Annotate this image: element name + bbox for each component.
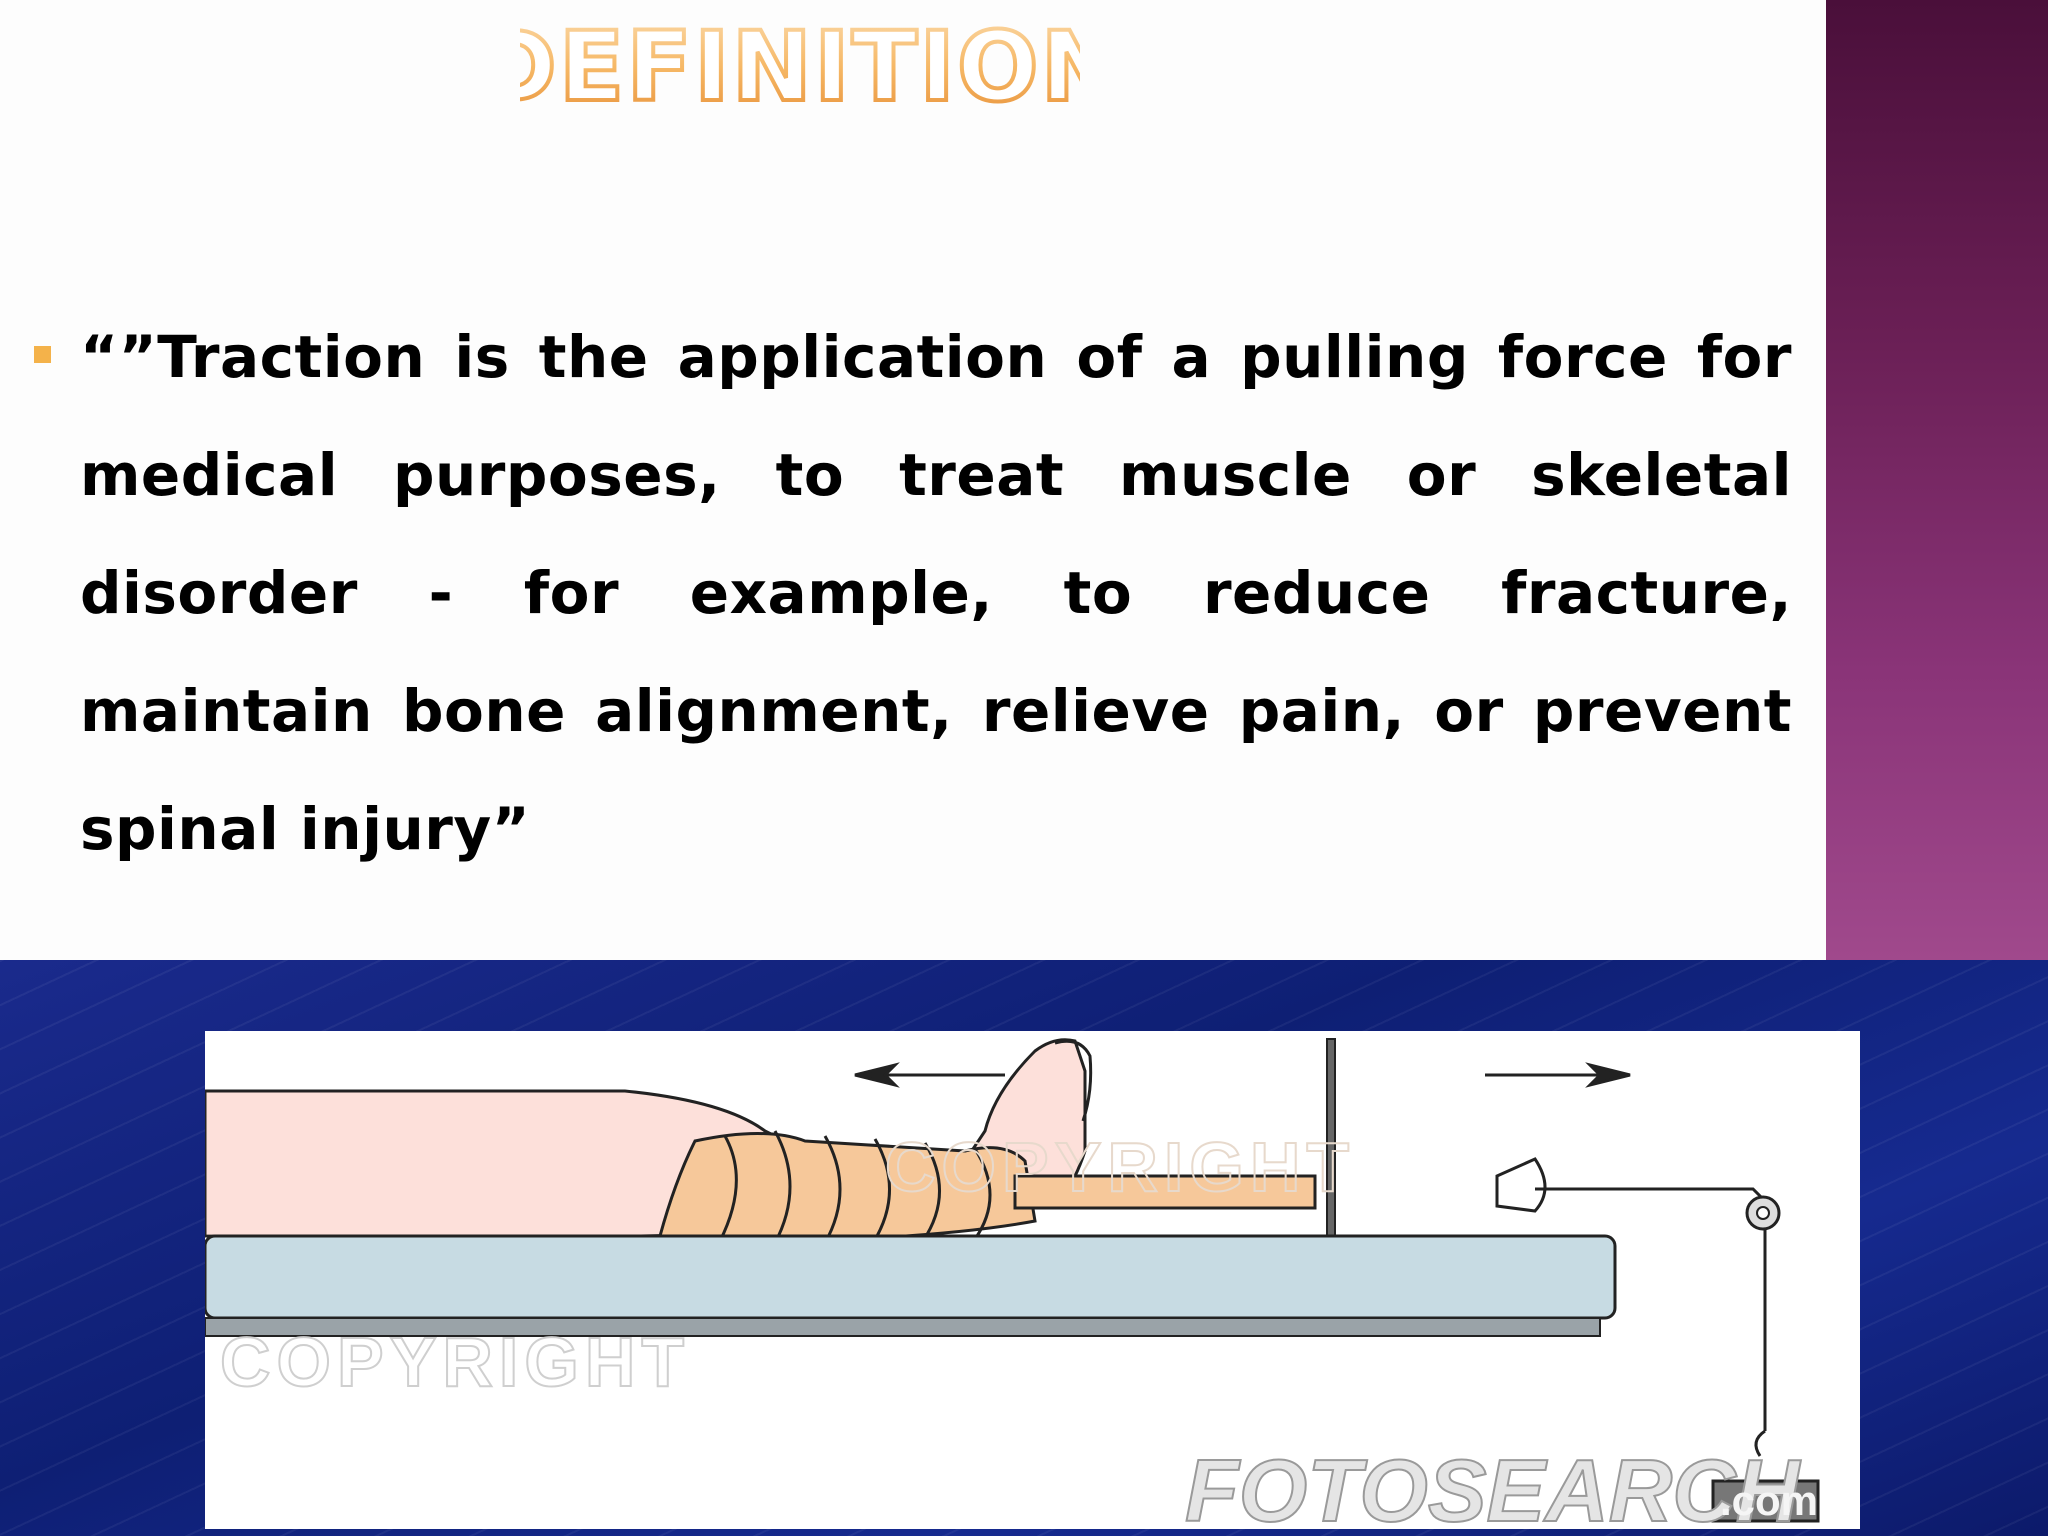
- traction-weight: [1711, 1479, 1820, 1523]
- bullet-square-icon: [34, 346, 51, 363]
- foot-toes: [1054, 1039, 1093, 1122]
- traction-illustration: COPYRIGHT COPYRIGHT FOTOSEARCH .com: [205, 1031, 1860, 1529]
- bandage-wrap-lines: [718, 1130, 992, 1244]
- spreader-bar: [1495, 1157, 1547, 1213]
- fotosearch-suffix: .com: [1720, 1477, 1818, 1524]
- bed-frame: [205, 1317, 1601, 1337]
- traction-rod: [1013, 1174, 1317, 1210]
- decorative-side-band: [1826, 0, 2048, 960]
- fotosearch-watermark: FOTOSEARCH: [1185, 1441, 1802, 1529]
- weight-hook: [1754, 1429, 1766, 1457]
- right-arrow-icon: [1585, 1062, 1631, 1088]
- left-arrow-icon: [854, 1062, 900, 1088]
- title-graphic: DEFINITION: [475, 9, 1123, 125]
- traction-diagram-svg: COPYRIGHT COPYRIGHT FOTOSEARCH .com: [205, 1038, 1820, 1529]
- copyright-watermark: COPYRIGHT: [220, 1323, 690, 1401]
- mattress: [205, 1234, 1617, 1320]
- slide-title: DEFINITION: [475, 8, 1123, 125]
- copyright-watermark-center: COPYRIGHT: [885, 1128, 1355, 1206]
- slide-content-area: [0, 0, 1826, 960]
- traction-rope: [1535, 1187, 1767, 1431]
- title-text: DEFINITION: [520, 11, 1080, 118]
- direction-arrows: [854, 1062, 1631, 1088]
- definition-paragraph: “”Traction is the application of a pulli…: [80, 323, 1792, 863]
